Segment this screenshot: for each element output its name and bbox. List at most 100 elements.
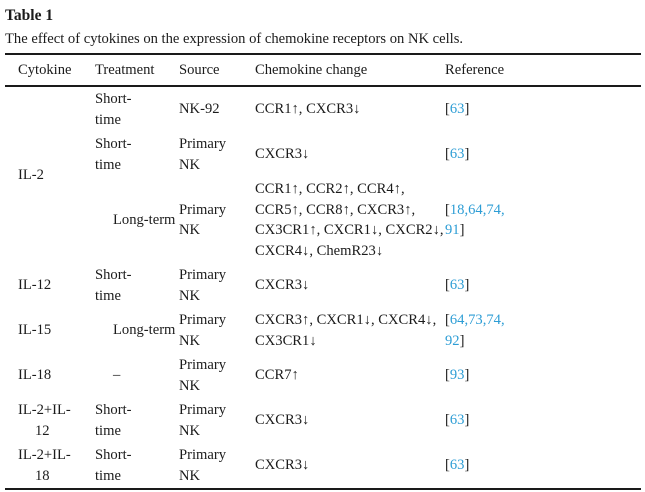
treatment-label: time — [95, 111, 121, 128]
reference-close-bracket: ] — [464, 146, 470, 163]
treatment-cell: Short-time — [95, 263, 179, 308]
reference-cell: [63] — [445, 263, 641, 308]
reference-line: [93] — [445, 365, 639, 386]
citation-link[interactable]: 93 — [449, 367, 465, 384]
treatment-cell: Short-time — [95, 86, 179, 132]
cytokine-cell: IL-18 — [5, 353, 95, 398]
reference-cell: [18,64,74,91] — [445, 177, 641, 263]
chemokine-change-text: CX3CR1↑, CXCR1↓, CXCR2↓, — [255, 222, 444, 238]
citation-link[interactable]: 64,73,74, — [449, 312, 505, 328]
chemokine-change-text: CXCR3↑, CXCR1↓, CXCR4↓, — [255, 312, 437, 328]
chemokine-change-text: CCR1↑, CXCR3↓ — [255, 101, 361, 118]
chemokine-change-cell: CXCR3↓ — [255, 398, 445, 443]
reference-line: [63] — [445, 410, 639, 431]
cytokine-label: IL-12 — [18, 277, 52, 294]
cytokine-cell: IL-15 — [5, 308, 95, 353]
treatment-label: Long-term — [113, 211, 176, 228]
source-label: NK — [179, 377, 201, 394]
column-header-treatment: Treatment — [95, 54, 179, 87]
reference-close-bracket: ] — [464, 101, 470, 118]
treatment-label: time — [95, 156, 121, 173]
citation-link[interactable]: 92 — [445, 332, 460, 349]
reference-line: [63] — [445, 455, 639, 476]
citation-link[interactable]: 18,64,74, — [449, 201, 505, 218]
reference-cell: [63] — [445, 398, 641, 443]
reference-line: [18,64,74, — [445, 200, 639, 221]
chemokine-change-text: CXCR3↓ — [255, 277, 310, 294]
reference-open-bracket: [ — [445, 277, 450, 294]
column-header-chemokine-change: Chemokine change — [255, 54, 445, 87]
reference-close-bracket: ] — [464, 277, 470, 294]
chemokine-change-text: CXCR3↓ — [255, 146, 310, 163]
citation-link[interactable]: 63 — [449, 277, 465, 294]
reference-open-bracket: [ — [445, 201, 450, 218]
reference-line: 92] — [445, 331, 639, 352]
reference-line: [64,73,74, — [445, 310, 639, 331]
column-header-cytokine: Cytokine — [5, 54, 95, 87]
source-label: Primary — [179, 136, 227, 152]
source-label: Primary — [179, 312, 227, 328]
citation-link[interactable]: 63 — [449, 146, 465, 163]
reference-line: 91] — [445, 220, 639, 241]
reference-cell: [64,73,74,92] — [445, 308, 641, 353]
treatment-label: Short- — [95, 91, 132, 107]
table-caption: The effect of cytokines on the expressio… — [5, 31, 464, 47]
source-label: NK — [179, 422, 201, 439]
cytokine-label: 18 — [35, 467, 50, 484]
reference-cell: [93] — [445, 353, 641, 398]
treatment-label: Long-term — [113, 322, 176, 339]
column-header-source: Source — [179, 54, 255, 87]
cytokine-label: IL-2+IL- — [18, 402, 71, 418]
citation-link[interactable]: 63 — [449, 101, 465, 118]
citation-link[interactable]: 63 — [449, 457, 465, 474]
source-label: Primary — [179, 402, 227, 418]
reference-line: [63] — [445, 99, 639, 120]
reference-close-bracket: ] — [464, 367, 470, 384]
chemokine-change-text: CCR5↑, CCR8↑, CXCR3↑, — [255, 201, 416, 218]
source-label: Primary — [179, 357, 227, 373]
table-label: Table 1 — [5, 7, 54, 24]
reference-open-bracket: [ — [445, 412, 450, 429]
treatment-cell: Long-term — [95, 308, 179, 353]
source-label: NK — [179, 467, 201, 484]
source-cell: NK-92 — [179, 86, 255, 132]
treatment-cell: Short-time — [95, 132, 179, 177]
treatment-label: Short- — [95, 267, 132, 283]
chemokine-change-text: CCR7↑ — [255, 367, 299, 384]
reference-open-bracket: [ — [445, 457, 450, 474]
source-label: NK — [179, 332, 201, 349]
cytokine-cell: IL-2+IL-18 — [5, 443, 95, 489]
source-label: Primary — [179, 267, 227, 283]
source-label: NK-92 — [179, 101, 220, 118]
treatment-label: time — [95, 287, 121, 304]
chemokine-change-cell: CXCR3↓ — [255, 132, 445, 177]
chemokine-change-text: CCR1↑, CCR2↑, CCR4↑, — [255, 181, 405, 197]
treatment-label: Short- — [95, 136, 132, 152]
source-label: NK — [179, 222, 201, 238]
reference-open-bracket: [ — [445, 146, 450, 163]
cytokine-label: IL-15 — [18, 322, 52, 339]
reference-close-bracket: ] — [464, 457, 470, 474]
cytokine-cell: IL-2 — [5, 86, 95, 263]
chemokine-change-cell: CXCR3↓ — [255, 263, 445, 308]
treatment-label: Short- — [95, 402, 132, 418]
reference-close-bracket: ] — [464, 412, 470, 429]
citation-link[interactable]: 63 — [449, 412, 465, 429]
reference-open-bracket: [ — [445, 101, 450, 118]
cytokine-cell: IL-12 — [5, 263, 95, 308]
citation-link[interactable]: 91 — [445, 222, 460, 238]
chemokine-change-cell: CCR1↑, CCR2↑, CCR4↑, CCR5↑, CCR8↑, CXCR3↑… — [255, 177, 445, 263]
reference-cell: [63] — [445, 86, 641, 132]
treatment-label: Short- — [95, 447, 132, 463]
